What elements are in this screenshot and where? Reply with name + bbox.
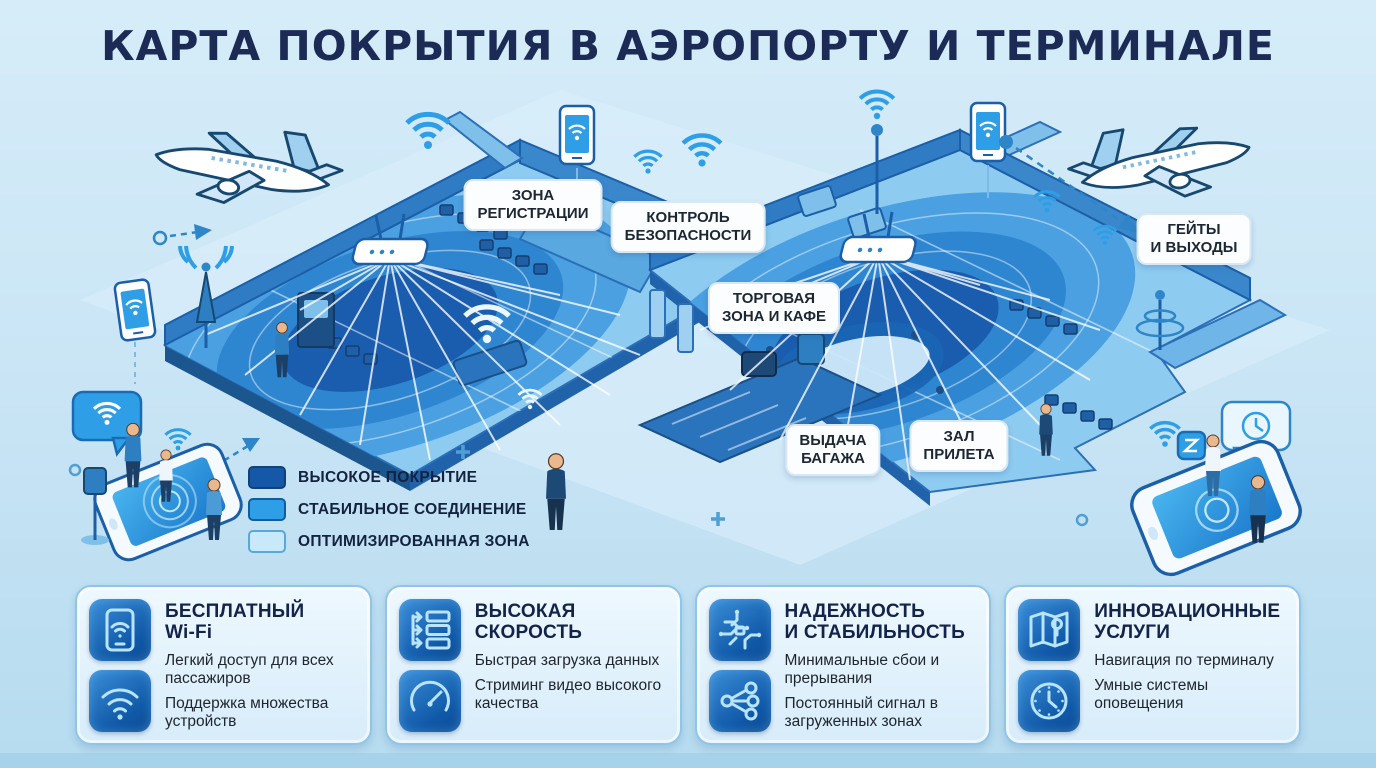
map-label-shopping: ТОРГОВАЯ ЗОНА И КАФЕ [707, 282, 841, 334]
map-label-gates: ГЕЙТЫ И ВЫХОДЫ [1136, 213, 1252, 265]
feature-cards: БЕСПЛАТНЫЙ Wi-Fi Легкий доступ для всех … [75, 585, 1301, 745]
card-icons [708, 599, 771, 733]
legend-row-stable: СТАБИЛЬНОЕ СОЕДИНЕНИЕ [248, 498, 530, 521]
map-label-baggage: ВЫДАЧА БАГАЖА [785, 424, 881, 476]
sign-post [81, 467, 109, 545]
smartphone-icon [112, 277, 158, 343]
page-title: КАРТА ПОКРЫТИЯ В АЭРОПОРТУ И ТЕРМИНАЛЕ [101, 22, 1275, 70]
card-icons [89, 599, 151, 733]
card-title: НАДЕЖНОСТЬ И СТАБИЛЬНОСТЬ [784, 601, 965, 644]
circuit-icon [708, 599, 771, 661]
badge-glyph [1181, 438, 1201, 453]
security-gates [649, 289, 694, 353]
legend-row-high: ВЫСОКОЕ ПОКРЫТИЕ [248, 466, 530, 489]
legend-label: ОПТИМИЗИРОВАННАЯ ЗОНА [298, 532, 530, 550]
network-nodes-icon [708, 670, 771, 732]
smartphone-icon [969, 101, 1007, 163]
data-transfer-icon [398, 599, 461, 661]
card-title: ВЫСОКАЯ СКОРОСТЬ [474, 601, 583, 644]
airport-map-illustration [68, 0, 1330, 577]
card-body: ИННОВАЦИОННЫЕ УСЛУГИ Навигация по термин… [1094, 599, 1287, 733]
dashed-arrow [999, 135, 1140, 234]
card-reliability: НАДЕЖНОСТЬ И СТАБИЛЬНОСТЬ Минимальные сб… [694, 585, 992, 745]
legend-label: СТАБИЛЬНОЕ СОЕДИНЕНИЕ [298, 500, 527, 518]
big-phone [1130, 439, 1302, 577]
card-line: Минимальные сбои и прерывания [784, 651, 940, 687]
map-navigation-icon [1018, 599, 1081, 661]
wifi-signal-icon [89, 670, 151, 732]
card-line: Стриминг видео высокого качества [474, 676, 662, 713]
gates-walkway [1147, 298, 1288, 370]
card-body: НАДЕЖНОСТЬ И СТАБИЛЬНОСТЬ Минимальные сб… [785, 599, 978, 733]
card-body: ВЫСОКАЯ СКОРОСТЬ Быстрая загрузка данных… [475, 599, 668, 733]
card-title: ИННОВАЦИОННЫЕ УСЛУГИ [1094, 601, 1281, 644]
map-label-registration: ЗОНА РЕГИСТРАЦИИ [463, 179, 603, 231]
speech-bubble-icon [71, 390, 143, 457]
legend-swatch-optimized [248, 530, 286, 553]
bottom-band [0, 753, 1376, 768]
plus-decor [456, 445, 725, 526]
smartphone-icon [558, 104, 596, 166]
card-line: Навигация по терминалу [1094, 651, 1274, 669]
jet-bridge-left [443, 110, 524, 170]
legend-swatch-stable [248, 498, 286, 521]
dashed-arrow [204, 438, 260, 474]
card-innovative-services: ИННОВАЦИОННЫЕ УСЛУГИ Навигация по термин… [1004, 585, 1301, 745]
coverage-legend: ВЫСОКОЕ ПОКРЫТИЕ СТАБИЛЬНОЕ СОЕДИНЕНИЕ О… [248, 466, 530, 562]
antenna-icon [1135, 290, 1185, 350]
legend-row-optimized: ОПТИМИЗИРОВАННАЯ ЗОНА [248, 530, 530, 553]
map-label-security: КОНТРОЛЬ БЕЗОПАСНОСТИ [610, 201, 766, 253]
card-title: БЕСПЛАТНЫЙ Wi-Fi [165, 601, 305, 644]
card-line: Поддержка множества устройств [165, 695, 329, 731]
card-line: Умные системы оповещения [1094, 676, 1209, 713]
antenna-icon [860, 92, 894, 214]
person-figure [124, 321, 1267, 543]
wifi-icon [163, 428, 193, 452]
map-label-arrivals: ЗАЛ ПРИЛЕТА [909, 420, 1009, 472]
legend-swatch-high [248, 466, 286, 489]
card-icons [398, 599, 461, 733]
router-beams-left [204, 257, 641, 461]
card-body: БЕСПЛАТНЫЙ Wi-Fi Легкий доступ для всех … [165, 599, 358, 733]
card-line: Постоянный сигнал в загруженных зонах [784, 695, 939, 731]
antenna-icon [178, 245, 234, 348]
clock-icon [1018, 670, 1081, 732]
card-icons [1018, 599, 1081, 733]
legend-label: ВЫСОКОЕ ПОКРЫТИЕ [298, 468, 478, 486]
card-line: Легкий доступ для всех пассажиров [165, 651, 334, 687]
speedometer-icon [398, 670, 461, 732]
card-free-wifi: БЕСПЛАТНЫЙ Wi-Fi Легкий доступ для всех … [75, 585, 372, 745]
card-line: Быстрая загрузка данных [474, 651, 660, 669]
wifi-icon [1148, 420, 1182, 449]
card-high-speed: ВЫСОКАЯ СКОРОСТЬ Быстрая загрузка данных… [384, 585, 682, 745]
phone-wifi-icon [89, 599, 151, 661]
dashed-arrow [152, 224, 212, 246]
